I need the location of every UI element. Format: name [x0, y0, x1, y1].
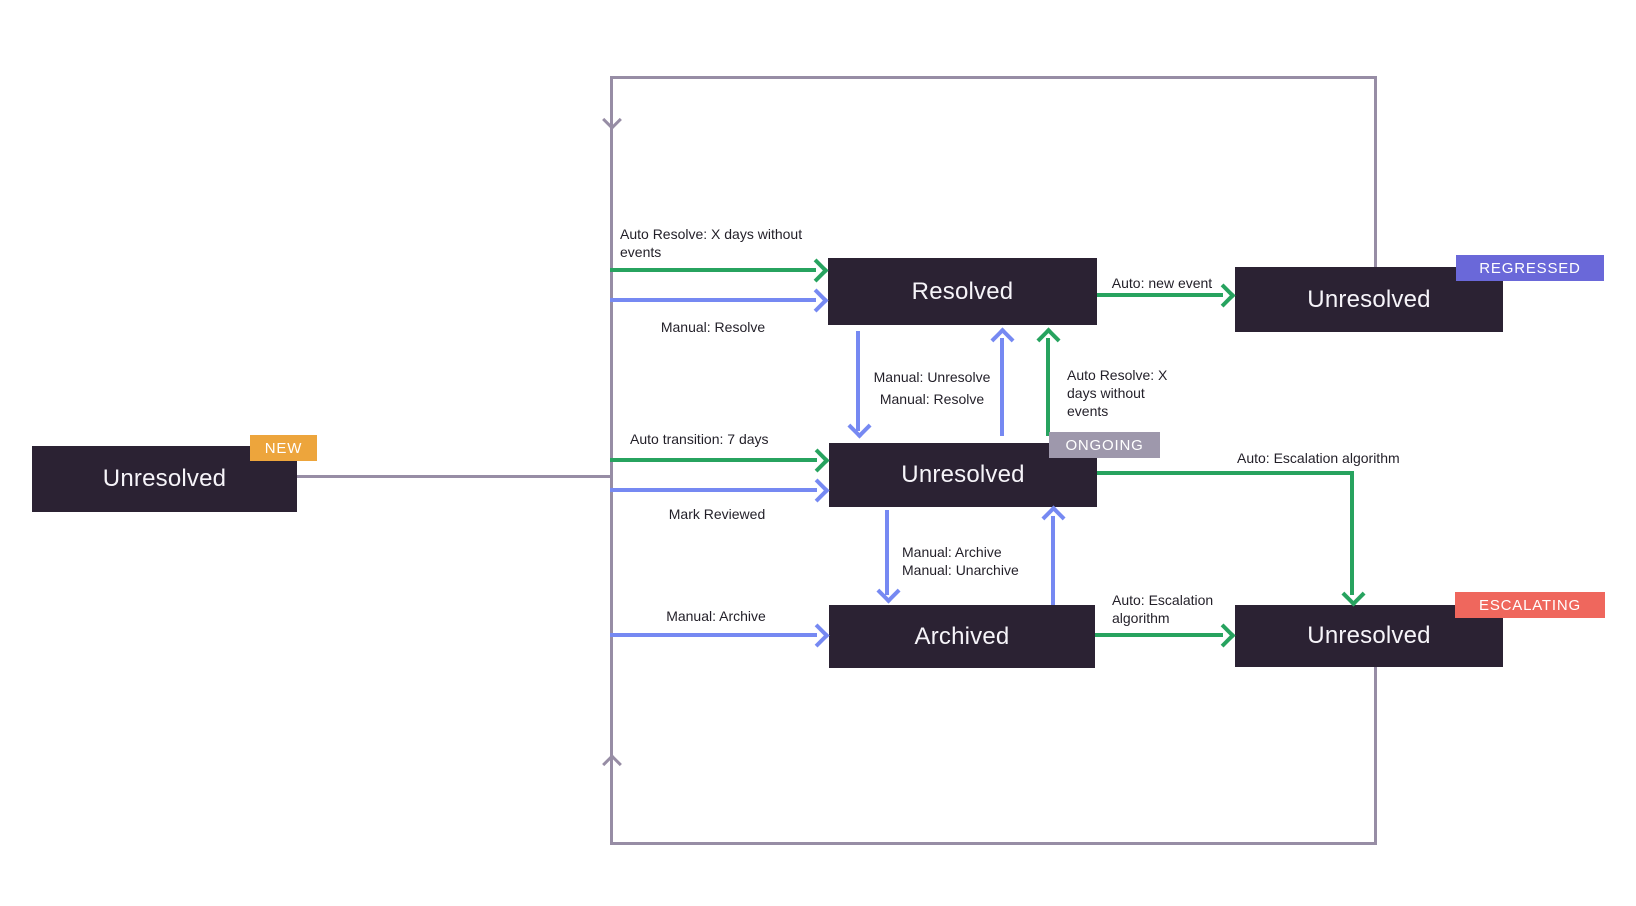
arrow-auto-escalation-archived-line — [1095, 633, 1223, 637]
arrow-auto-resolve-line — [610, 268, 816, 272]
arrow-manual-resolve-line — [610, 298, 816, 302]
loop-down-arrowhead-icon — [602, 110, 622, 130]
arrow-manual-archive-down-arrowhead-icon — [876, 579, 901, 604]
arrow-manual-unarchive-arrowhead-icon — [1041, 505, 1066, 530]
loop-bottom-line — [610, 842, 1377, 845]
loop-top-line — [610, 76, 1377, 79]
edge-label-manual-unarchive: Manual: Unarchive — [902, 562, 1019, 578]
node-label: Resolved — [911, 277, 1014, 305]
arrow-manual-resolve-up-arrowhead-icon — [990, 327, 1015, 352]
arrow-auto-transition-line — [610, 458, 817, 462]
edge-label-auto-resolve-from-ongoing: Auto Resolve: X days without events — [1067, 367, 1168, 419]
arrow-manual-unresolve-line — [856, 331, 860, 431]
arrow-auto-resolve-up-arrowhead-icon — [1036, 327, 1061, 352]
node-label: Unresolved — [1307, 622, 1431, 649]
node-unresolved-regressed: Unresolved — [1235, 267, 1503, 332]
edge-label-auto-transition: Auto transition: 7 days — [630, 431, 769, 447]
badge-ongoing: ONGOING — [1049, 432, 1160, 458]
badge-escalating: ESCALATING — [1455, 592, 1605, 618]
arrow-auto-new-event-line — [1097, 293, 1223, 297]
edge-label-manual-archive-mid: Manual: Archive — [902, 544, 1002, 560]
loop-up-arrowhead-icon — [602, 754, 622, 774]
badge-regressed: REGRESSED — [1456, 255, 1604, 281]
edge-label-manual-unresolve: Manual: Unresolve — [873, 369, 991, 385]
arrow-auto-resolve-up-line — [1046, 338, 1050, 436]
edge-label-mark-reviewed: Mark Reviewed — [668, 506, 766, 522]
edge-label-manual-resolve-mid: Manual: Resolve — [879, 391, 985, 407]
arrow-manual-unresolve-arrowhead-icon — [847, 414, 872, 439]
edge-label-auto-escalation-from-archived: Auto: Escalation algorithm — [1112, 592, 1214, 626]
arrow-auto-transition-arrowhead-icon — [805, 448, 830, 473]
node-label: Archived — [914, 622, 1010, 650]
arrow-manual-unarchive-line — [1051, 516, 1055, 605]
arrow-manual-archive-down-line — [885, 510, 889, 595]
edge-label-auto-new-event: Auto: new event — [1111, 275, 1213, 291]
loop-right-top-line — [1374, 76, 1377, 267]
arrow-manual-archive-arrowhead-icon — [805, 623, 830, 648]
arrow-auto-escalation-ongoing-arrowhead-icon — [1341, 582, 1366, 607]
edge-label-manual-resolve-to-resolved: Manual: Resolve — [660, 319, 766, 335]
badge-new: NEW — [250, 435, 317, 461]
edge-label-auto-resolve-to-resolved: Auto Resolve: X days without events — [620, 226, 803, 260]
arrow-manual-resolve-up-line — [1000, 338, 1004, 436]
arrow-auto-resolve-arrowhead-icon — [804, 258, 829, 283]
node-unresolved-new: Unresolved — [32, 446, 297, 512]
node-label: Unresolved — [102, 465, 227, 492]
arrow-auto-escalation-ongoing-hline — [1097, 471, 1354, 475]
arrow-auto-escalation-archived-arrowhead-icon — [1211, 623, 1236, 648]
node-resolved: Resolved — [828, 258, 1097, 325]
connector-new-line — [297, 475, 610, 478]
arrow-manual-archive-line — [610, 633, 817, 637]
arrow-auto-escalation-ongoing-vline — [1350, 471, 1354, 595]
arrow-mark-reviewed-line — [610, 488, 817, 492]
arrow-manual-resolve-arrowhead-icon — [804, 288, 829, 313]
node-label: Unresolved — [901, 461, 1025, 488]
loop-right-bottom-line — [1374, 667, 1377, 842]
node-label: Unresolved — [1307, 285, 1431, 313]
edge-label-manual-archive-to-archived: Manual: Archive — [666, 608, 766, 624]
arrow-mark-reviewed-arrowhead-icon — [805, 478, 830, 503]
node-archived: Archived — [829, 605, 1095, 668]
edge-label-auto-escalation-from-ongoing: Auto: Escalation algorithm — [1237, 450, 1400, 466]
